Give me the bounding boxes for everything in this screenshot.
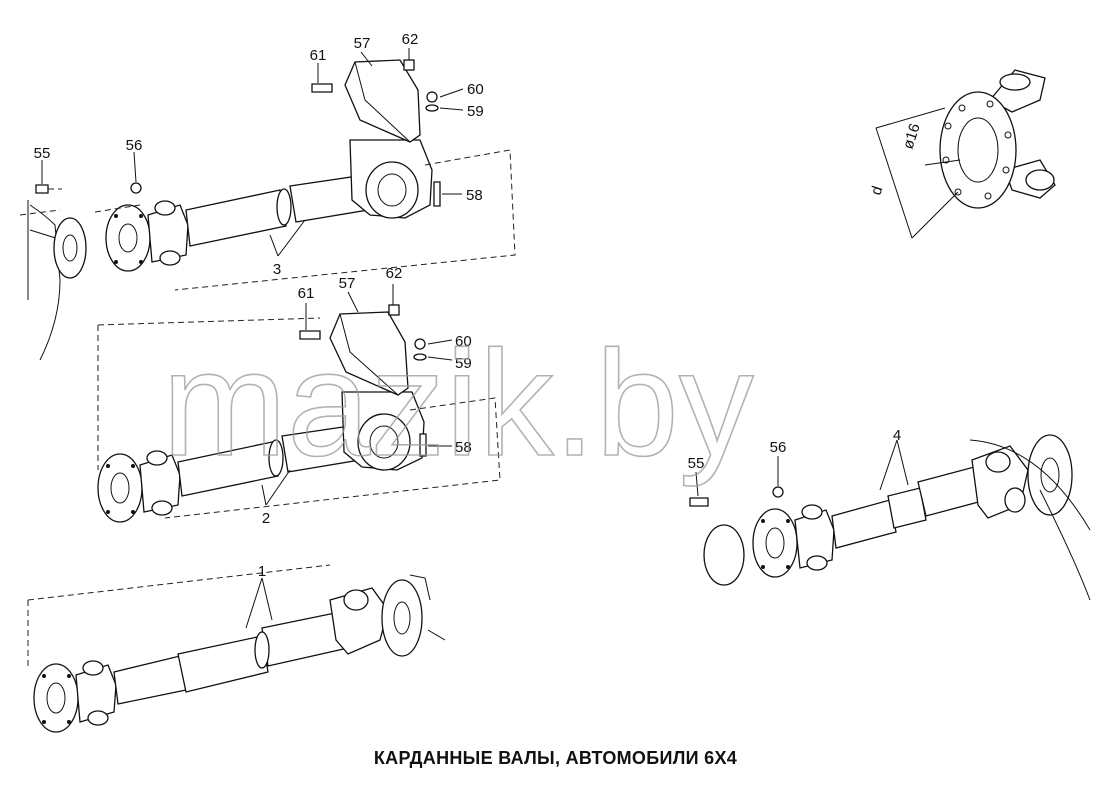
callout-58: 58 [466,187,483,204]
bracket-57 [329,311,409,396]
gearbox-fragment [27,200,63,361]
callout-3: 3 [273,261,281,278]
callout-55: 55 [688,455,705,472]
watermark: mazik.by [162,319,754,487]
shaft-flange [33,663,79,733]
shaft-tube [831,499,897,549]
shaft-tube [113,655,187,705]
callout-1: 1 [258,563,266,580]
callout-59: 59 [467,103,484,120]
callout-61: 61 [310,47,327,64]
cover-plate [703,524,745,586]
callout-62: 62 [386,265,403,282]
bolt-61 [311,83,333,93]
nut-62 [388,304,400,316]
shaft-splines [177,635,269,693]
shaft-flange [97,453,143,523]
bolt-55 [689,497,709,507]
callout-56: 56 [770,439,787,456]
lower-shaft-assembly [27,564,446,733]
callout-59: 59 [455,355,472,372]
right-shaft-assembly [689,434,1091,601]
callout-55: 55 [34,145,51,162]
dimension-d: d [868,184,887,197]
bracket-57 [344,59,421,143]
washer-59 [413,353,427,361]
callout-62: 62 [402,31,419,48]
upper-shaft-assembly [19,48,516,361]
dimension-hole: ø16 [900,121,924,151]
axle-flange [1027,434,1073,516]
callout-61: 61 [298,285,315,302]
callout-60: 60 [455,333,472,350]
shaft-splines [887,487,927,529]
bolt-61 [299,330,321,340]
shaft-flange [752,508,798,578]
washer-59 [425,104,439,112]
bolt-58 [433,181,441,207]
shaft-tube [185,189,287,247]
callout-56: 56 [126,137,143,154]
bolt-58 [419,433,427,457]
gearbox-flange [53,217,87,279]
diagram-caption: КАРДАННЫЕ ВАЛЫ, АВТОМОБИЛИ 6Х4 [373,748,738,768]
callout-57: 57 [339,275,356,292]
detail-flange [939,91,1017,209]
callout-58: 58 [455,439,472,456]
nut-60 [414,338,426,350]
nut-62 [403,59,415,71]
middle-shaft-assembly [97,284,501,523]
callout-2: 2 [262,510,270,527]
flange-detail [875,69,1056,239]
axle-flange [381,579,423,657]
nut-56 [772,486,784,498]
nut-56 [130,182,142,194]
shaft-flange [105,204,151,272]
callout-4: 4 [893,427,901,444]
callout-57: 57 [354,35,371,52]
callout-60: 60 [467,81,484,98]
nut-60 [426,91,438,103]
bolt-55 [35,184,49,194]
